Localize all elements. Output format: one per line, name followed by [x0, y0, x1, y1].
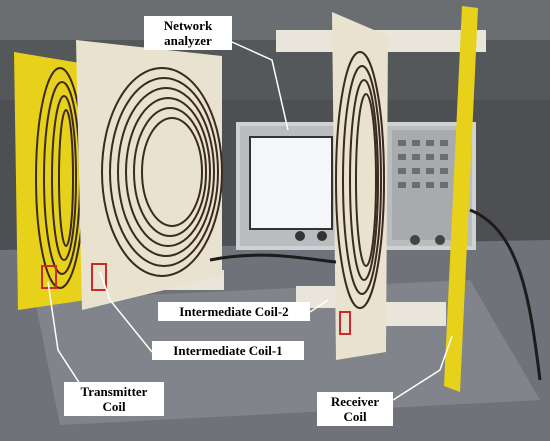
intermediate-coil-1-traces [101, 67, 223, 277]
intermediate-coil-2-port-marker [339, 311, 351, 335]
transmitter-coil-traces [35, 67, 85, 289]
receiver-coil-label: Receiver Coil [317, 392, 393, 426]
analyzer-keys [398, 140, 448, 188]
intermediate-coil-1-label: Intermediate Coil-1 [152, 341, 304, 360]
cable [469, 208, 542, 381]
analyzer-knob [317, 231, 327, 241]
cable [209, 253, 337, 264]
network-analyzer-label: Network analyzer [144, 16, 232, 50]
analyzer-screen [249, 136, 333, 230]
intermediate-coil-2-traces [335, 51, 385, 309]
transmitter-coil-label-line1: Transmitter [80, 384, 148, 399]
leader-lines [47, 41, 453, 401]
transmitter-board [14, 52, 86, 310]
receiver-board [444, 6, 478, 392]
analyzer-knob [295, 231, 305, 241]
intermediate-coil-2-label: Intermediate Coil-2 [158, 302, 310, 321]
analyzer-port [410, 235, 420, 245]
transmitter-coil-label: Transmitter Coil [64, 382, 164, 416]
network-analyzer-label-line2: analyzer [164, 33, 212, 48]
transmitter-coil-label-line2: Coil [102, 399, 126, 414]
receiver-coil-label-line2: Coil [343, 409, 367, 424]
intermediate-coil-1-port-marker [91, 263, 107, 291]
network-analyzer-label-line1: Network [163, 18, 213, 33]
receiver-coil-label-line1: Receiver [330, 394, 380, 409]
intermediate-coil-1-board [76, 40, 222, 310]
analyzer-port [435, 235, 445, 245]
